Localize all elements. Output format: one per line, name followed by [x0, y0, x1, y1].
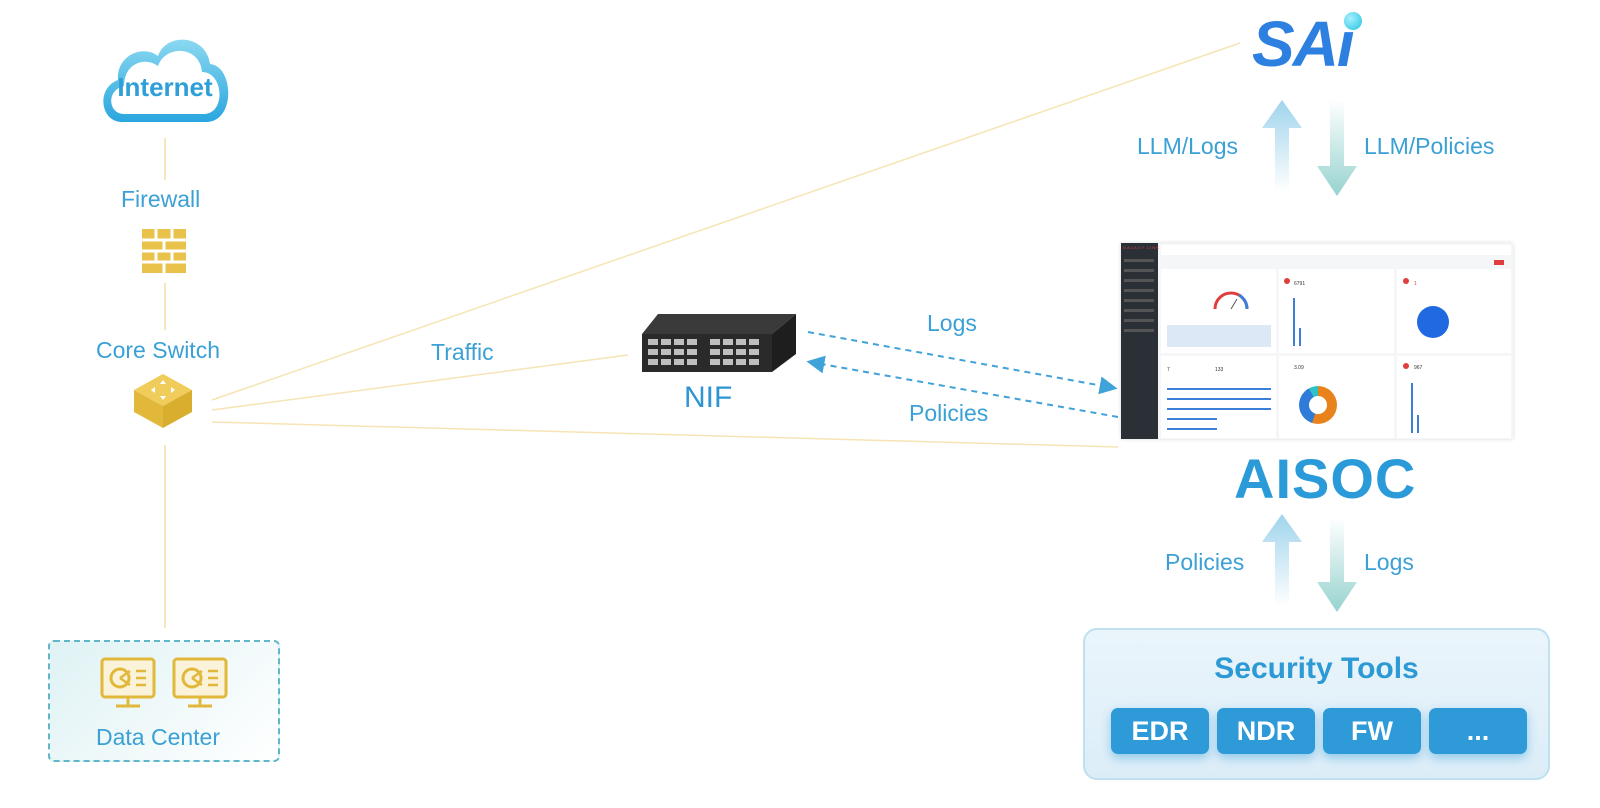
pie-chart-icon: [1417, 306, 1449, 338]
sai-dot-icon: [1344, 12, 1362, 30]
core-switch-label: Core Switch: [96, 337, 220, 363]
llm-logs-label: LLM/Logs: [1137, 133, 1239, 159]
dashboard-panel: [1161, 356, 1276, 438]
tool-edr: EDR: [1111, 708, 1209, 754]
logs-down-label: Logs: [1364, 549, 1414, 575]
logs-down-arrow: [1317, 518, 1357, 612]
data-center-label: Data Center: [96, 724, 221, 750]
nif-device-icon: [642, 314, 796, 372]
switch-nif-line: [211, 354, 629, 411]
stat-value: 3.09: [1294, 365, 1304, 371]
aisoc-label: AISOC: [1234, 447, 1417, 510]
logs-link-label: Logs: [927, 310, 977, 336]
logs-arrow: [807, 331, 1118, 395]
dashboard-panel: [1397, 356, 1511, 438]
firewall-label: Firewall: [121, 186, 201, 212]
server-monitor-icon: [172, 657, 228, 708]
sai-logo: SAi: [1252, 8, 1372, 80]
traffic-label: Traffic: [431, 339, 494, 365]
llm-logs-up-arrow: [1262, 100, 1302, 192]
nif-label: NIF: [684, 381, 733, 414]
stat-value: 7: [1167, 367, 1170, 373]
dashboard-panel: [1397, 269, 1511, 353]
dashboard-sidebar: [1121, 243, 1158, 439]
data-center-box: [48, 640, 280, 762]
sai-logo-text: SAi: [1252, 8, 1355, 80]
stat-value: 1: [1414, 281, 1417, 287]
stat-value: 133: [1215, 367, 1224, 373]
security-tools-title: Security Tools: [1214, 652, 1419, 685]
core-switch-icon: [134, 374, 192, 428]
gauge-chart-icon: [1213, 291, 1249, 310]
server-monitor-icon: [100, 657, 156, 708]
dashboard-panel: [1279, 356, 1394, 438]
tool-fw: FW: [1323, 708, 1421, 754]
internet-label: Internet: [117, 72, 213, 102]
policies-up-arrow: [1262, 514, 1302, 606]
aisoc-dashboard-screenshot: GALAXY LINK 6791 1 7 133 3.09 967: [1121, 243, 1513, 439]
firewall-brick-icon: [142, 229, 186, 273]
internet-cloud-icon: [103, 39, 229, 122]
security-tools-panel: Security Tools EDR NDR FW ...: [1083, 628, 1550, 780]
llm-policies-down-arrow: [1317, 100, 1357, 196]
switch-sai-line: [211, 42, 1241, 401]
stat-value: 967: [1414, 365, 1423, 371]
dashboard-brand: GALAXY LINK: [1123, 245, 1160, 250]
tool-ndr: NDR: [1217, 708, 1315, 754]
llm-policies-label: LLM/Policies: [1364, 133, 1495, 159]
tool-more: ...: [1429, 708, 1527, 754]
policies-link-label: Policies: [909, 400, 989, 426]
policies-up-label: Policies: [1165, 549, 1245, 575]
policies-arrow: [806, 355, 1119, 418]
stat-value: 6791: [1294, 281, 1306, 287]
dashboard-panel: [1279, 269, 1394, 353]
switch-aisoc-line: [211, 421, 1119, 448]
